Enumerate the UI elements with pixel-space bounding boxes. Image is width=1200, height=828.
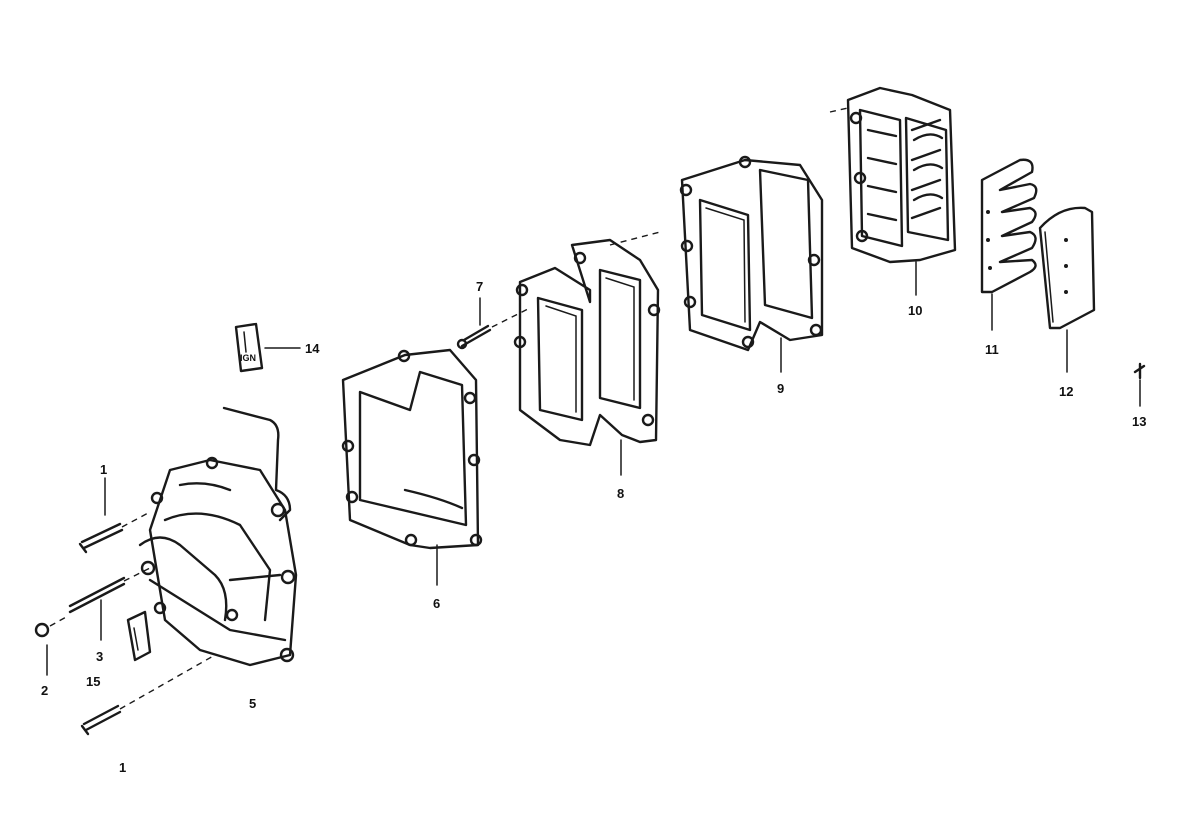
callout-7: 7 xyxy=(476,279,483,294)
part-10-reed-block xyxy=(829,86,957,264)
part-1-screw-upper xyxy=(78,511,151,554)
part-3-stud xyxy=(68,567,151,614)
callout-1-upper: 1 xyxy=(100,462,107,477)
part-8-spacer xyxy=(513,231,661,447)
callout-15: 15 xyxy=(86,674,100,689)
part-2-nut xyxy=(34,615,69,638)
callout-9: 9 xyxy=(777,381,784,396)
part-11-reed-petals xyxy=(980,158,1038,294)
part-7-screw xyxy=(456,307,531,350)
callout-6: 6 xyxy=(433,596,440,611)
part-1-screw-lower xyxy=(80,654,216,736)
callout-8: 8 xyxy=(617,486,624,501)
decal-label: IGN xyxy=(240,353,256,363)
callout-5: 5 xyxy=(249,696,256,711)
callout-14: 14 xyxy=(305,341,320,356)
callout-2: 2 xyxy=(41,683,48,698)
callout-13: 13 xyxy=(1132,414,1146,429)
callout-10: 10 xyxy=(908,303,922,318)
callout-1-lower: 1 xyxy=(119,760,126,775)
part-6-gasket xyxy=(341,348,483,550)
part-13-screw xyxy=(1133,362,1146,380)
part-9-gasket xyxy=(679,155,824,352)
callout-11: 11 xyxy=(985,342,999,357)
part-15-clip xyxy=(126,610,152,662)
callout-12: 12 xyxy=(1059,384,1073,399)
part-14-decal: IGN xyxy=(234,322,264,373)
part-12-reed-stop xyxy=(1038,206,1096,330)
part-5-intake-cover xyxy=(138,406,298,667)
callout-3: 3 xyxy=(96,649,103,664)
